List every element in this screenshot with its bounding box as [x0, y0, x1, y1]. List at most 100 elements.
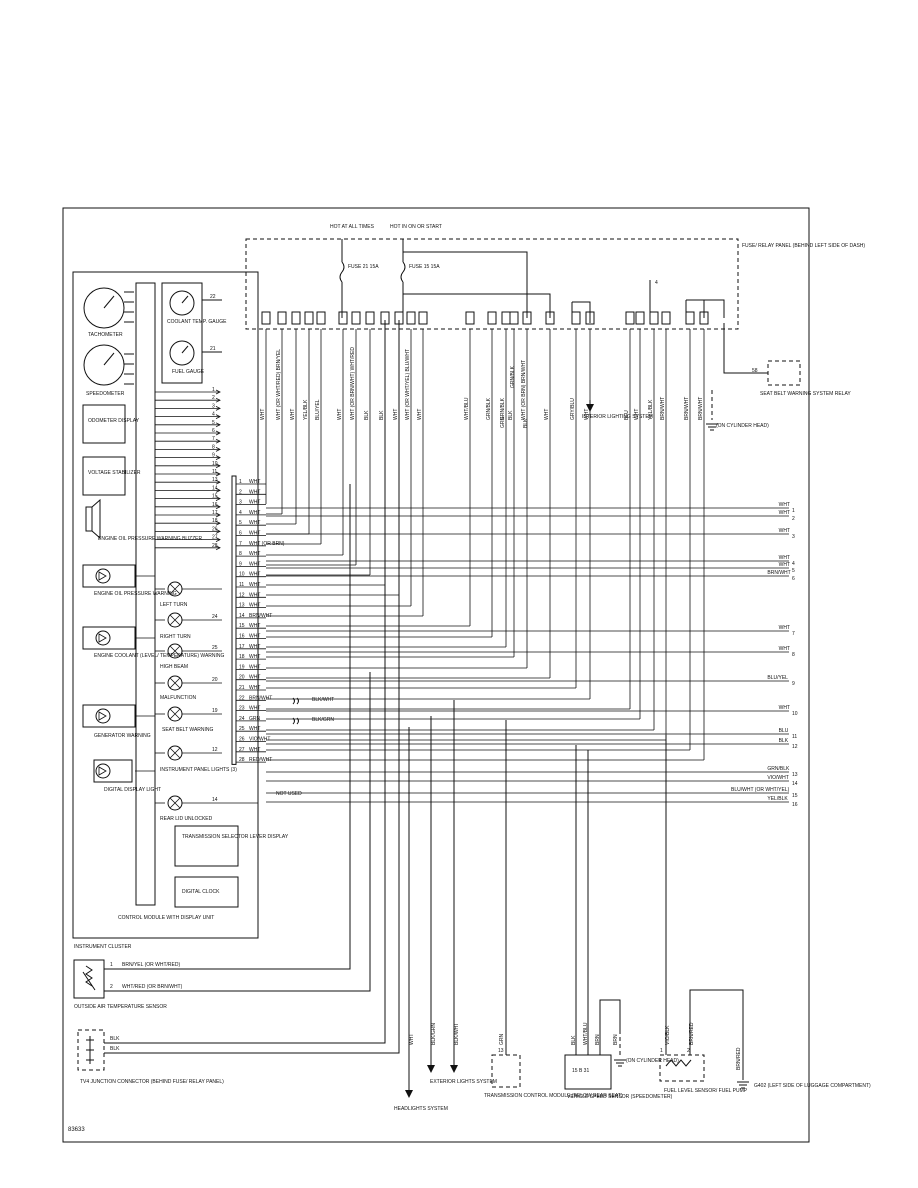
conn-wire-2: WHT	[249, 489, 260, 495]
conn-wire-17: WHT	[249, 644, 260, 650]
fuse-15-symbol	[400, 261, 406, 283]
bus-arrow-9	[215, 455, 221, 460]
rwire-label-4: WHT	[779, 555, 790, 561]
lamp-cross-3	[169, 677, 181, 689]
conn-pin-21: 21	[239, 685, 245, 691]
terminal-5	[338, 311, 348, 325]
rear-lid-label: REAR LID UNLOCKED	[160, 816, 213, 822]
fuel-pin-1: 1	[660, 1048, 663, 1054]
bus-pin-26: 26	[212, 526, 218, 532]
conn-wire-10: WHT	[249, 572, 260, 578]
conn-pin-22: 22	[239, 695, 245, 701]
outside-air-pin-2: 2	[110, 984, 113, 990]
rwire-label-1: WHT	[779, 502, 790, 508]
vwire-label-7: BLK	[364, 410, 370, 420]
coolant-gauge	[169, 290, 195, 316]
lamp-pin-25: 25	[212, 645, 218, 651]
conn-pin-10: 10	[239, 572, 245, 578]
fuel-gauge	[169, 340, 195, 366]
rwire-num-13: 13	[792, 772, 798, 778]
conn-pin-8: 8	[239, 551, 242, 557]
conn-pin-4: 4	[239, 510, 242, 516]
vwire-label-15: BLK	[508, 410, 514, 420]
label-grn-blk: GRN/BLK	[510, 365, 516, 388]
conn-pin-12: 12	[239, 592, 245, 598]
conn-pin-16: 16	[239, 634, 245, 640]
outside-air-wire-1: BRN/YEL (OR WHT/RED)	[122, 962, 180, 968]
terminal-18	[571, 311, 581, 325]
exterior-label: EXTERIOR LIGHTS SYSTEM	[430, 1079, 497, 1085]
splice-label-blk-wht: BLK/WHT	[312, 697, 334, 703]
indicator-lamp-icons	[155, 581, 258, 811]
instrument-cluster-box	[72, 271, 259, 939]
rwire-num-10: 10	[792, 711, 798, 717]
conn-wire-13: WHT	[249, 603, 260, 609]
bus-arrow-7	[215, 438, 221, 444]
bus-pin-4: 4	[212, 412, 215, 418]
lamp-pin-20: 20	[212, 677, 218, 683]
bus-pin-14: 14	[212, 485, 218, 491]
fuse-panel-terminals	[261, 311, 709, 325]
bus-pins: 1234567891011131415161718262728222124252…	[155, 294, 221, 803]
bus-arrow-26	[215, 529, 221, 534]
vwire-label-18: GRY/BLU	[570, 398, 576, 420]
conn-pin-18: 18	[239, 654, 245, 660]
gauge-box	[161, 282, 203, 384]
lamp-cross-5	[169, 747, 181, 759]
conn-pin-23: 23	[239, 706, 245, 712]
vwire-label-24: BRN/WHT	[684, 397, 690, 420]
vss-pins: 15 B 31	[572, 1068, 589, 1074]
rwire-label-8: WHT	[779, 646, 790, 652]
rwire-num-3: 3	[792, 534, 795, 540]
bus-arrow-17	[215, 512, 221, 518]
vwire-label-23: BRN/WHT	[660, 397, 666, 420]
vss-wire-3: BRN	[595, 1034, 601, 1045]
conn-wire-25: WHT	[249, 726, 260, 732]
high-beam-label: HIGH BEAM	[160, 664, 188, 670]
vwire-label-13: GRN/BLK	[486, 397, 492, 420]
bus-arrow-16	[215, 504, 221, 510]
tcm-wire: GRN	[499, 1034, 505, 1046]
seat-belt-relay-label: SEAT BELT WARNING SYSTEM RELAY	[760, 391, 851, 397]
conn-pin-13: 13	[239, 603, 245, 609]
bus-pin-2: 2	[212, 395, 215, 401]
lamp-cross-4	[169, 708, 181, 720]
bus-arrow-10	[215, 463, 221, 469]
outside-air-sensor	[73, 959, 105, 999]
conn-pin-15: 15	[239, 623, 245, 629]
panel-lights-label: INSTRUMENT PANEL LIGHTS (3)	[160, 767, 237, 773]
lamp-cross-1	[169, 614, 181, 626]
rwire-label-10: WHT	[779, 705, 790, 711]
conn-wire-9: WHT	[249, 561, 260, 567]
terminal-11	[418, 311, 428, 325]
outside-air-wire-2: WHT/RED (OR BRN/WHT)	[122, 984, 183, 990]
bus-pin-5: 5	[212, 420, 215, 426]
lamp-cross-6	[169, 797, 181, 809]
terminal-6	[351, 311, 361, 325]
digital-clock-box	[174, 876, 239, 908]
terminal-2	[291, 311, 301, 325]
label-grn: GRN	[500, 417, 506, 429]
vwire-label-17: WHT	[544, 409, 550, 420]
hot-at-all-times-label: HOT AT ALL TIMES	[330, 224, 375, 230]
rwire-label-7: WHT	[779, 625, 790, 631]
bus-arrow-15	[215, 496, 221, 501]
conn-wire-14: BRN/WHT	[249, 613, 272, 619]
tap-4-label: 4	[655, 280, 658, 286]
voltage-label: VOLTAGE STABILIZER	[88, 470, 141, 476]
display-light-label: DIGITAL DISPLAY LIGHT	[104, 787, 161, 793]
fuel-wire-2: BRN/RED	[689, 1022, 695, 1045]
rwire-label-16: YEL/BLK	[767, 796, 788, 802]
generator-warning-box	[82, 704, 136, 728]
coolant-gauge-label: COOLANT TEMP. GAUGE	[167, 319, 227, 325]
vwire-label-0: WHT	[260, 409, 266, 420]
voltage-stabilizer	[82, 456, 126, 496]
exterior-wire-2: BLK/WHT	[454, 1023, 460, 1045]
led-icon-2	[95, 708, 111, 724]
coolant-warning-box	[82, 626, 136, 650]
conn-pin-26: 26	[239, 737, 245, 743]
vwire-label-20: BLU	[624, 410, 630, 420]
conn-pin-2: 2	[239, 489, 242, 495]
rwire-label-12: BLK	[779, 738, 789, 744]
terminal-15	[509, 311, 519, 325]
